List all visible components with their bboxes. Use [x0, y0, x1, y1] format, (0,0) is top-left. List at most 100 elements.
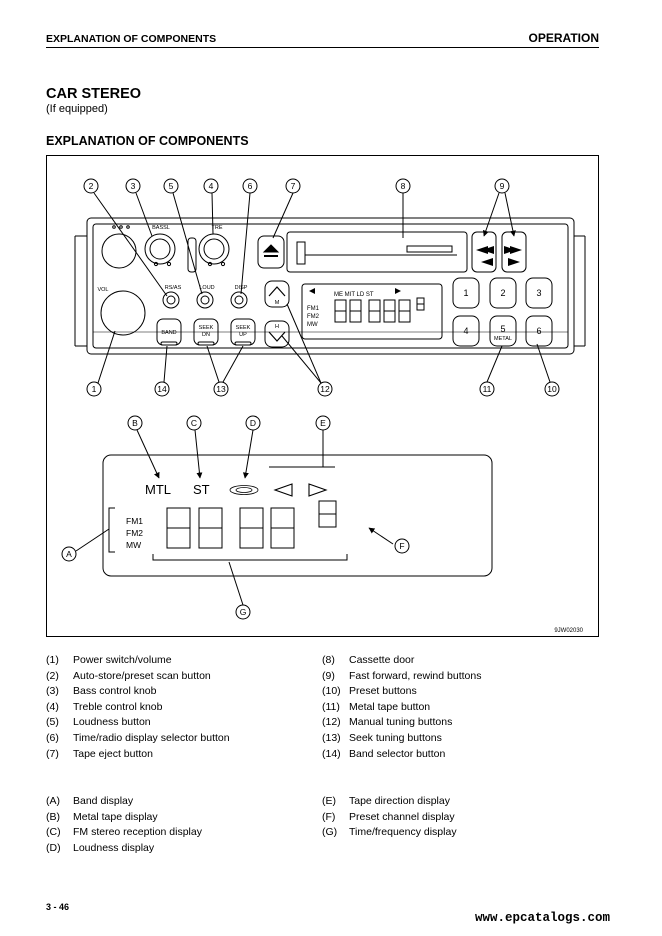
legend-item: (12)Manual tuning buttons — [322, 716, 453, 729]
legend-item: (A)Band display — [46, 795, 134, 807]
seek-dn-label-2: DN — [202, 332, 210, 338]
callout-13: 13 — [216, 384, 226, 394]
callout-2: 2 — [89, 181, 94, 191]
legend-item: (4)Treble control knob — [46, 700, 163, 713]
preset-4-button — [452, 315, 480, 347]
disp-label: DISP — [235, 285, 248, 291]
rs-as-button — [166, 295, 176, 305]
seek-up-label-2: UP — [239, 332, 247, 338]
segment-digit — [368, 299, 381, 323]
callout-8: 8 — [401, 181, 406, 191]
legend-item: (E)Tape direction display — [322, 795, 450, 807]
preset-3-button — [525, 277, 553, 309]
preset-6-label: 6 — [536, 326, 541, 336]
car-stereo-diagram: 2 3 5 4 6 7 8 9 1 14 13 12 11 10 B C D E… — [61, 178, 586, 634]
page-number: 3 - 46 — [46, 902, 70, 912]
legend-item: (10)Preset buttons — [322, 685, 417, 698]
legend-item: (7)Tape eject button — [46, 747, 153, 760]
loud-label: LOUD — [199, 285, 214, 291]
lcd-fm2: FM2 — [307, 314, 320, 320]
legend-item: (9)Fast forward, rewind buttons — [322, 669, 482, 682]
callout-6: 6 — [248, 181, 253, 191]
header-divider — [46, 47, 599, 48]
legend-item: (5)Loudness button — [46, 716, 151, 729]
preset-4-label: 4 — [463, 326, 468, 336]
header-chapter-title: OPERATION — [528, 31, 599, 45]
segment-digit — [318, 500, 337, 528]
callout-A: A — [66, 549, 72, 559]
legend-item: (D)Loudness display — [46, 841, 155, 854]
callout-G: G — [240, 607, 247, 617]
preset-1-button — [452, 277, 480, 309]
section-heading: EXPLANATION OF COMPONENTS — [46, 134, 249, 148]
seek-up-label-1: SEEK — [236, 325, 251, 331]
display-fm2: FM2 — [126, 528, 143, 538]
callout-D: D — [250, 418, 256, 428]
preset-5-label: 5 — [500, 324, 505, 334]
legend-item: (13)Seek tuning buttons — [322, 731, 442, 744]
preset-2-button — [489, 277, 517, 309]
figure-frame: 2 3 5 4 6 7 8 9 1 14 13 12 11 10 B C D E… — [46, 155, 599, 637]
preset-6-button — [525, 315, 553, 347]
lcd-indicator-row: ME MIT LD ST — [334, 292, 374, 298]
legend-display-right: (E)Tape direction display (F)Preset chan… — [322, 794, 457, 841]
callout-C: C — [191, 418, 197, 428]
metal-label: METAL — [494, 336, 512, 342]
legend-item: (3)Bass control knob — [46, 685, 157, 698]
segment-digit — [349, 299, 362, 323]
legend-components-left: (1)Power switch/volume (2)Auto-store/pre… — [46, 653, 230, 762]
legend-item: (2)Auto-store/preset scan button — [46, 669, 211, 682]
segment-digit — [383, 299, 396, 323]
legend-item: (8)Cassette door — [322, 654, 415, 666]
legend-item: (14)Band selector button — [322, 747, 446, 760]
cassette-door — [286, 231, 468, 273]
segment-digit — [334, 299, 347, 323]
preset-3-label: 3 — [536, 288, 541, 298]
panel-lcd — [301, 283, 443, 340]
page-title: CAR STEREO — [46, 86, 142, 102]
preset-5-metal-button — [489, 315, 517, 347]
left-round-cover — [101, 233, 137, 269]
segment-digit — [198, 507, 223, 549]
loud-button — [200, 295, 210, 305]
header-section-title: EXPLANATION OF COMPONENTS — [46, 33, 217, 45]
callout-10: 10 — [547, 384, 557, 394]
h-label: H — [275, 324, 279, 330]
lcd-fm1: FM1 — [307, 306, 320, 312]
preset-1-label: 1 — [463, 288, 468, 298]
lcd-mw: MW — [307, 322, 318, 328]
legend-item: (11)Metal tape button — [322, 700, 431, 713]
callout-B: B — [132, 418, 138, 428]
m-label: M — [275, 300, 280, 306]
preset-2-label: 2 — [500, 288, 505, 298]
legend-item: (B)Metal tape display — [46, 810, 158, 823]
segment-digit — [270, 507, 295, 549]
callout-11: 11 — [483, 384, 492, 394]
tape-eject-button — [257, 235, 285, 269]
segment-digit — [398, 299, 411, 323]
segment-digit — [239, 507, 264, 549]
callout-9: 9 — [500, 181, 505, 191]
watermark-site: www.epcatalogs.com — [474, 911, 610, 925]
seek-dn-label-1: SEEK — [199, 325, 214, 331]
display-fm1: FM1 — [126, 516, 143, 526]
display-mw: MW — [126, 540, 141, 550]
callout-4: 4 — [209, 181, 214, 191]
segment-digit — [416, 297, 425, 311]
tuning-down-button — [264, 320, 290, 348]
callout-3: 3 — [131, 181, 136, 191]
callout-12: 12 — [320, 384, 330, 394]
callout-7: 7 — [291, 181, 296, 191]
segment-digits — [166, 297, 425, 549]
rs-as-label: RS/AS — [165, 285, 182, 291]
legend-item: (G)Time/frequency display — [322, 826, 457, 839]
page-subtitle: (If equipped) — [46, 103, 108, 115]
figure-code: 9JW02030 — [554, 628, 583, 634]
callout-F: F — [399, 541, 404, 551]
legend-components-right: (8)Cassette door (9)Fast forward, rewind… — [322, 653, 481, 762]
callout-1: 1 — [92, 384, 97, 394]
legend-item: (6)Time/radio display selector button — [46, 731, 230, 744]
tuning-up-button — [264, 280, 290, 308]
tre-label: TRE — [212, 225, 223, 231]
legend-display-left: (A)Band display (B)Metal tape display (C… — [46, 794, 202, 856]
